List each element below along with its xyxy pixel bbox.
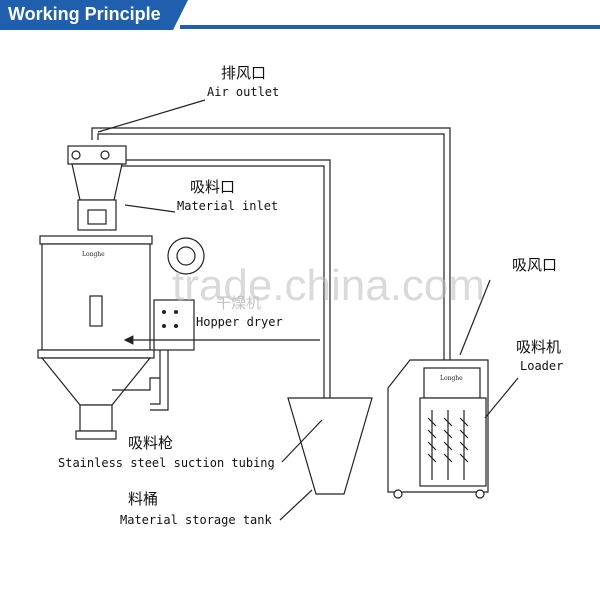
suction-port-leader [459, 279, 491, 356]
header-rule [180, 25, 600, 29]
loader-label: Loader [520, 359, 563, 373]
header-tab [0, 0, 188, 30]
air-outlet-label: Air outlet [207, 85, 279, 99]
material-inlet-leader [124, 204, 176, 213]
hopper-body-brand: Longhe [82, 251, 105, 258]
storage-tank-label-cn: 料桶 [128, 490, 158, 508]
header-banner: Working Principle [0, 0, 600, 30]
suction-port-label-cn: 吸风口 [512, 256, 557, 274]
hopper-body: Longhe [37, 235, 160, 440]
page-title: Working Principle [8, 4, 161, 24]
material-inlet-label-cn: 吸料口 [190, 178, 235, 196]
material-feed-pipe [118, 159, 331, 480]
hopper-dryer-unit [150, 237, 205, 411]
loader-leader [484, 377, 519, 419]
storage-tank-leader [279, 489, 313, 521]
hopper-receiver: Longhe [67, 145, 127, 231]
air-outlet-pipe [91, 127, 451, 360]
material-storage-tank [287, 397, 373, 495]
loader-label-cn: 吸料机 [516, 338, 561, 356]
watermark: trade.china.com [172, 261, 485, 310]
hopper-dryer-label-cn: 干燥机 [216, 294, 261, 312]
hopper-dryer-label: Hopper dryer [196, 315, 283, 329]
suction-tubing-label: Stainless steel suction tubing [58, 456, 275, 470]
loader-unit: Longhe [387, 359, 489, 499]
loader-brand: Longhe [440, 375, 463, 382]
air-outlet-leader [97, 99, 206, 133]
storage-tank-label: Material storage tank [120, 513, 272, 527]
suction-tubing-leader [281, 419, 323, 463]
air-outlet-label-cn: 排风口 [221, 64, 266, 82]
material-inlet-label: Material inlet [177, 199, 278, 213]
suction-tubing-label-cn: 吸料枪 [128, 434, 173, 452]
